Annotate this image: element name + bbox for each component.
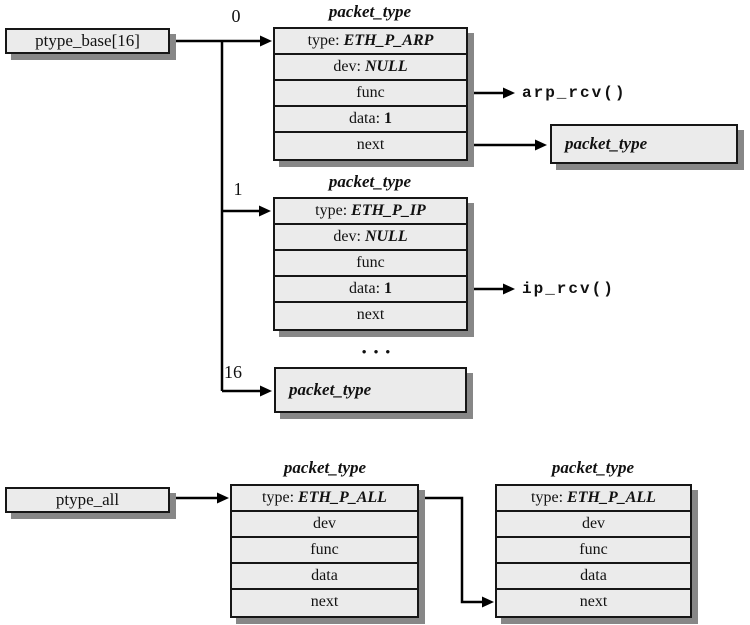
field-data: data: 1: [275, 107, 466, 133]
field-func: func: [275, 81, 466, 107]
arp-next-packet-type-box: packet_type: [550, 124, 738, 164]
connector-all1-to-all2-next: [419, 496, 494, 608]
connector-slot16-branch: [222, 385, 272, 397]
field-data: data: 1: [275, 277, 466, 303]
all1-struct: type: ETH_P_ALL dev func data next: [230, 484, 419, 618]
slot-label-0: 0: [231, 6, 241, 26]
slot16-packet-type-box: packet_type: [274, 367, 467, 413]
ptype-base-box: ptype_base[16]: [5, 28, 170, 54]
field-data: data: [497, 564, 690, 590]
connector-slot1-branch: [222, 205, 271, 217]
field-dev: dev: NULL: [275, 225, 466, 251]
field-func: func: [497, 538, 690, 564]
field-func: func: [232, 538, 417, 564]
connector-ip-data-to-handler: [468, 283, 515, 295]
slot-label-16: 16: [224, 362, 242, 382]
ip-struct: type: ETH_P_IP dev: NULL func data: 1 ne…: [273, 197, 468, 331]
ptype-all-box: ptype_all: [5, 487, 170, 513]
field-next: next: [275, 303, 466, 329]
field-next: next: [232, 590, 417, 616]
field-data: data: [232, 564, 417, 590]
slot-label-1: 1: [233, 179, 243, 199]
all2-struct-title: packet_type: [551, 458, 635, 477]
ip-struct-title: packet_type: [328, 172, 412, 191]
arp-handler-label: arp_rcv(): [522, 84, 627, 102]
connector-arp-next-to-packet-type: [468, 139, 547, 151]
ip-handler-label: ip_rcv(): [522, 280, 615, 298]
all2-struct: type: ETH_P_ALL dev func data next: [495, 484, 692, 618]
field-type: type: ETH_P_ARP: [275, 29, 466, 55]
field-next: next: [497, 590, 690, 616]
field-type: type: ETH_P_ALL: [497, 486, 690, 512]
field-type: type: ETH_P_IP: [275, 199, 466, 225]
arp-struct: type: ETH_P_ARP dev: NULL func data: 1 n…: [273, 27, 468, 161]
connector-arp-func-to-handler: [468, 87, 515, 99]
all1-struct-title: packet_type: [283, 458, 367, 477]
field-dev: dev: [232, 512, 417, 538]
connector-ptype-all-to-all-struct: [170, 492, 229, 504]
field-dev: dev: [497, 512, 690, 538]
field-type: type: ETH_P_ALL: [232, 486, 417, 512]
arp-struct-title: packet_type: [328, 2, 412, 21]
field-func: func: [275, 251, 466, 277]
connector-ptype-base-to-arp-struct: [170, 35, 272, 47]
ellipsis: • • •: [361, 344, 393, 359]
field-dev: dev: NULL: [275, 55, 466, 81]
field-next: next: [275, 133, 466, 159]
